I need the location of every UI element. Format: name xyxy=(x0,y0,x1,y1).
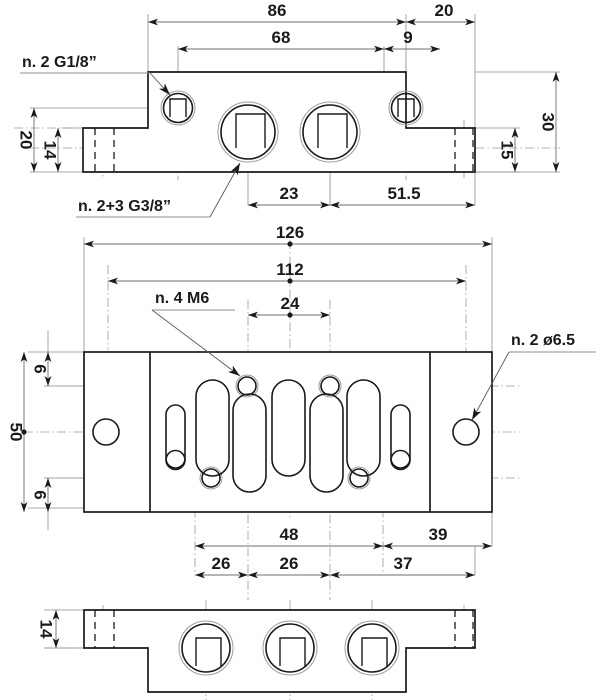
dimension-86: 86 xyxy=(148,1,406,26)
top-view: 126 112 24 6 6 50 xyxy=(7,223,596,600)
dimension-37: 37 xyxy=(330,546,476,579)
dimension-50: 50 xyxy=(7,352,28,512)
dimension-26-left: 26 xyxy=(195,554,248,579)
bottom-view-hidden-lines-left xyxy=(94,610,115,648)
slot-7 xyxy=(390,404,411,469)
dimension-86-label: 86 xyxy=(268,1,287,20)
dimension-9: 9 xyxy=(384,28,440,53)
dimension-6-lower-label: 6 xyxy=(31,490,50,499)
dimension-112-label: 112 xyxy=(276,260,303,279)
slot-7-end-circle xyxy=(390,449,411,471)
dimension-23-label: 23 xyxy=(280,184,299,203)
dimension-68-label: 68 xyxy=(272,28,291,47)
note-g18-label: n. 2 G1/8” xyxy=(22,54,97,71)
dimension-112: 112 xyxy=(108,260,466,285)
dimension-24-label: 24 xyxy=(281,294,300,313)
dimension-6-upper-label: 6 xyxy=(31,364,50,373)
dimension-9-label: 9 xyxy=(403,28,412,47)
dimension-68: 68 xyxy=(178,28,384,53)
note-g38-label: n. 2+3 G3/8” xyxy=(78,198,171,215)
dimension-39: 39 xyxy=(383,505,493,550)
bottom-port-3 xyxy=(344,620,400,676)
dimension-26-right-label: 26 xyxy=(280,554,299,573)
dimension-23: 23 xyxy=(248,184,330,209)
slot-6 xyxy=(346,379,381,477)
dimension-15-right-label: 15 xyxy=(498,141,517,160)
hole-d65-right xyxy=(452,418,480,446)
dimension-50-label: 50 xyxy=(7,423,26,442)
slot-4 xyxy=(271,379,306,477)
dimension-26-left-label: 26 xyxy=(212,554,231,573)
dimension-20-left: 20 xyxy=(17,108,38,172)
bottom-port-1 xyxy=(178,620,234,676)
top-view-plate-outline xyxy=(83,351,493,513)
note-d65: n. 2 ø6.5 xyxy=(471,332,596,421)
dimension-14-bottom-label: 14 xyxy=(37,620,56,639)
dimension-26-right: 26 xyxy=(248,554,330,579)
dimension-126: 126 xyxy=(84,223,492,248)
bottom-view: 14 xyxy=(37,600,476,700)
front-view-hidden-lines-right xyxy=(454,128,474,172)
slot-2 xyxy=(195,379,230,477)
port-g38-right xyxy=(299,101,361,163)
slot-1-end-circle xyxy=(165,449,186,471)
dimension-48-label: 48 xyxy=(280,525,299,544)
dimension-51-5-label: 51.5 xyxy=(387,184,420,203)
dimension-126-label: 126 xyxy=(276,223,304,242)
note-d65-label: n. 2 ø6.5 xyxy=(511,332,575,349)
dimension-37-label: 37 xyxy=(394,554,413,573)
port-g18-right xyxy=(388,90,424,126)
hole-m6-bottom-left xyxy=(199,466,223,490)
dimension-15-right: 15 xyxy=(498,128,519,172)
dimension-48: 48 xyxy=(195,525,383,550)
dimension-51-5: 51.5 xyxy=(330,184,475,209)
dimension-14-left: 14 xyxy=(41,128,62,172)
front-view-body-outline xyxy=(82,71,476,173)
bottom-view-hidden-lines-right xyxy=(454,610,474,648)
slot-1 xyxy=(165,404,186,469)
dimension-20-top: 20 xyxy=(406,1,475,26)
note-m6-label: n. 4 M6 xyxy=(155,290,209,307)
dimension-30-right-label: 30 xyxy=(539,113,558,132)
dimension-24: 24 xyxy=(248,294,330,319)
dimension-39-label: 39 xyxy=(429,525,448,544)
dimension-6-lower: 6 xyxy=(31,478,52,530)
port-g38-left xyxy=(217,101,279,163)
dimension-30-right: 30 xyxy=(539,72,560,172)
slot-5 xyxy=(309,393,344,493)
note-g18: n. 2 G1/8” xyxy=(20,54,171,96)
note-g38: n. 2+3 G3/8” xyxy=(76,162,241,218)
note-m6: n. 4 M6 xyxy=(151,290,241,377)
hole-m6-bottom-right xyxy=(347,466,371,490)
slot-group xyxy=(165,379,411,493)
dimension-14-bottom: 14 xyxy=(37,609,84,649)
dimension-20-left-label: 20 xyxy=(17,131,36,150)
slot-3 xyxy=(232,393,267,493)
hole-d65-left xyxy=(92,418,120,446)
port-g18-left xyxy=(160,90,196,126)
front-view: 86 20 68 9 20 14 30 xyxy=(14,1,560,218)
front-view-hidden-lines-left xyxy=(94,128,115,172)
dimension-14-left-label: 14 xyxy=(41,141,60,160)
hole-m6-top-left xyxy=(235,374,259,398)
bottom-port-2 xyxy=(262,620,318,676)
dimension-6-upper: 6 xyxy=(31,330,52,386)
dimension-20-top-label: 20 xyxy=(435,1,454,20)
